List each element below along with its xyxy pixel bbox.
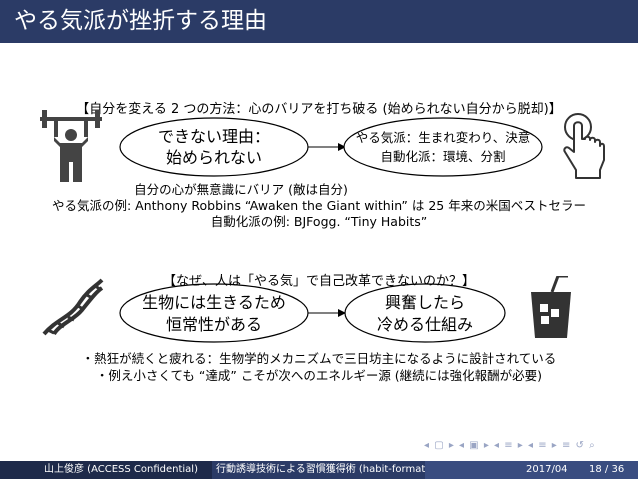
footer-talk-title: 行動誘導技術による習慣獲得術 (habit-format	[216, 464, 425, 475]
weightlifter-icon	[40, 110, 102, 182]
section2-right-node-line2: 冷める仕組み	[377, 315, 473, 334]
section2-left-node-line1: 生物には生きるため	[142, 293, 286, 312]
section1-note-barrier: 自分の心が無意識にバリア (敵は自分)	[134, 182, 348, 197]
dna-icon	[42, 278, 104, 336]
section1-note-motivation-example: やる気派の例: Anthony Robbins “Awaken the Gian…	[51, 198, 586, 213]
section1-right-node	[343, 117, 543, 177]
section2-left-node-line2: 恒常性がある	[166, 315, 262, 334]
section2-bullet-1: ・熱狂が続くと疲れる：生物学的メカニズムで三日坊主になるように設計されている	[81, 351, 557, 366]
section1-right-node-line1: やる気派：生まれ変わり、決意	[356, 130, 531, 145]
section1-note-automation-example: 自動化派の例: BJFogg. “Tiny Habits”	[210, 214, 428, 229]
section2-bullet-2: ・例え小さくても “達成” こそが次へのエネルギー源 (継続には強化報酬が必要)	[95, 368, 543, 383]
pointing-hand-icon	[563, 113, 605, 179]
footer-date: 2017/04	[526, 464, 568, 475]
footer-author-cell: 山上俊彦 (ACCESS Confidential)	[0, 461, 212, 479]
section1-left-node-line2: 始められない	[166, 148, 262, 167]
drink-icon	[531, 276, 571, 338]
beamer-navigation[interactable]: ◂ ▢ ▸ ◂ ▣ ▸ ◂ ≡ ▸ ◂ ≡ ▸ ≡ ↺ ⌕	[424, 440, 596, 451]
footer-talk-cell: 行動誘導技術による習慣獲得術 (habit-format	[212, 461, 425, 479]
section1-right-node-line2: 自動化派：環境、分割	[380, 149, 505, 164]
section1-heading: 【自分を変える 2 つの方法：心のバリアを打ち破る (始められない自分から脱却)…	[76, 102, 562, 117]
footer: 山上俊彦 (ACCESS Confidential) 行動誘導技術による習慣獲得…	[0, 461, 638, 479]
section2-heading: 【なぜ、人は「やる気」で自己改革できないのか？】	[162, 274, 475, 289]
footer-page: 18 / 36	[589, 464, 625, 475]
slide-title: やる気派が挫折する理由	[14, 8, 267, 34]
title-bar: やる気派が挫折する理由	[0, 0, 638, 43]
section2-right-node	[344, 283, 506, 343]
footer-author: 山上俊彦 (ACCESS Confidential)	[44, 464, 198, 475]
footer-date-page-cell: 2017/04 18 / 36	[425, 461, 638, 479]
section2-right-node-line1: 興奮したら	[385, 293, 465, 312]
section1-left-node-line1: できない理由：	[158, 127, 270, 146]
